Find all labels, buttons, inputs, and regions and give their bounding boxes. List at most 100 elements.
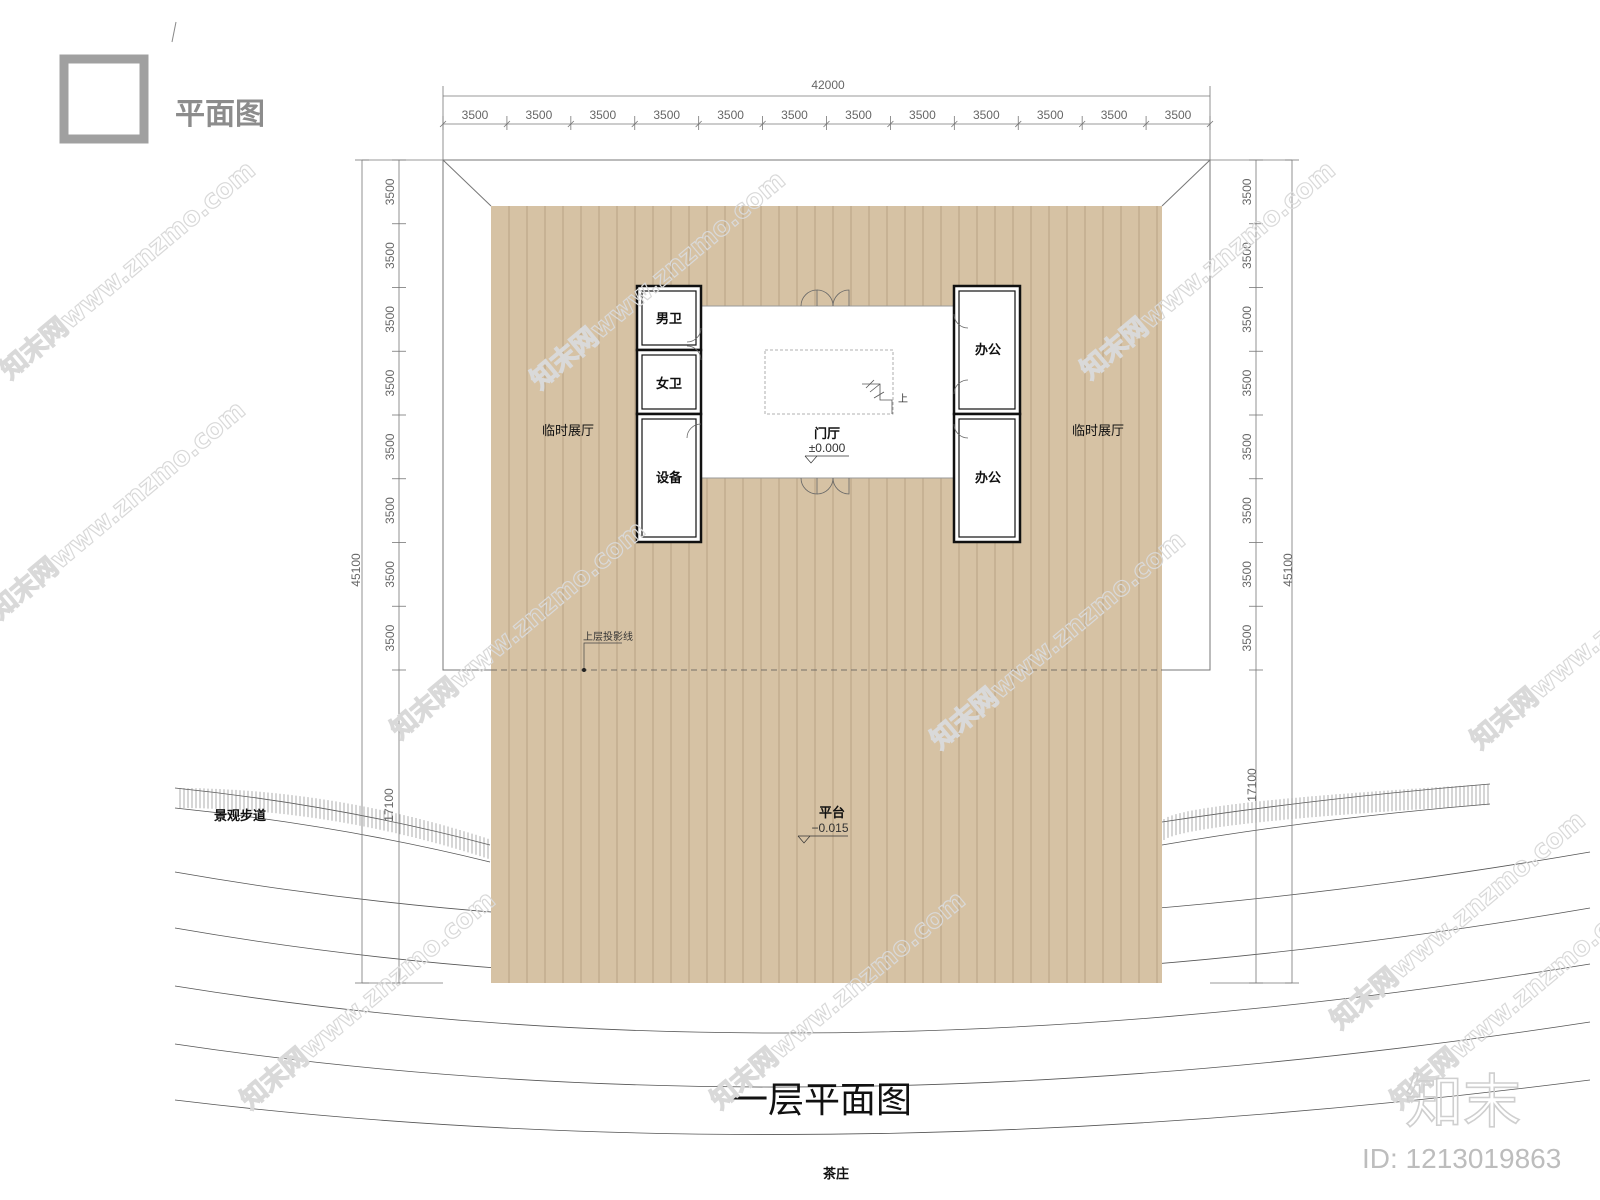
bay-dim-label: 3500 bbox=[383, 306, 397, 333]
zone-label-platform: 平台 bbox=[819, 805, 845, 821]
office-room-1 bbox=[952, 284, 1022, 416]
dim-tick-slash bbox=[695, 120, 702, 128]
room-label-office-2: 办公 bbox=[975, 470, 1001, 486]
header-title: 平面图 bbox=[175, 97, 265, 132]
dim-tick-slash bbox=[1014, 120, 1022, 128]
bay-dim-label: 3500 bbox=[1240, 242, 1254, 269]
terrain-contour bbox=[174, 963, 1591, 1034]
watermark-text: 知末网www.znzmo.com bbox=[0, 395, 251, 625]
bay-dim-label: 3500 bbox=[653, 108, 680, 122]
lobby-doors bbox=[800, 289, 850, 495]
womens-wc-room bbox=[635, 348, 703, 416]
walkway-label: 景观步道 bbox=[214, 808, 266, 824]
brand-watermark: 知末 bbox=[1405, 1068, 1521, 1136]
zone-label-gallery-right: 临时展厅 bbox=[1072, 424, 1124, 439]
dim-tick-slash bbox=[631, 120, 639, 128]
walkway-edge-outer-right bbox=[1161, 783, 1491, 823]
bay-dim-label: 3500 bbox=[383, 497, 397, 524]
bay-dimension-labels-left: 3500 3500 3500 3500 3500 3500 3500 3500 bbox=[383, 178, 397, 651]
bay-dim-label: 3500 bbox=[781, 108, 808, 122]
dim-tick-slash bbox=[887, 120, 894, 128]
bay-dim-label: 3500 bbox=[717, 108, 744, 122]
left-service-inner bbox=[641, 290, 697, 538]
terrain-contour bbox=[174, 1079, 1591, 1135]
mens-wc-room bbox=[635, 284, 703, 352]
bay-dim-label: 3500 bbox=[526, 108, 553, 122]
dim-tick-slash bbox=[1206, 120, 1214, 128]
bay-dim-label: 3500 bbox=[383, 624, 397, 651]
dim-tick-slash bbox=[503, 120, 511, 128]
watermark-text: 知末网www.znzmo.com bbox=[0, 155, 261, 385]
platform-depth-dim-left: 17100 bbox=[382, 788, 396, 822]
equipment-room bbox=[635, 412, 703, 544]
bay-dim-label: 3500 bbox=[1240, 624, 1254, 651]
zone-label-gallery-left: 临时展厅 bbox=[542, 424, 594, 439]
left-service-block bbox=[635, 284, 703, 544]
bay-dim-label: 3500 bbox=[1240, 369, 1254, 396]
room-label-lobby: 门厅 bbox=[814, 426, 840, 442]
bay-dim-label: 3500 bbox=[1240, 497, 1254, 524]
stair-opening bbox=[764, 349, 894, 415]
lobby-level-label: ±0.000 bbox=[809, 441, 846, 455]
dimension-lines bbox=[355, 86, 1299, 984]
bay-dim-label: 3500 bbox=[973, 108, 1000, 122]
watermark-text: 知末网www.znzmo.com bbox=[1465, 525, 1600, 755]
bay-dim-label: 3500 bbox=[589, 108, 616, 122]
image-id-label: ID: 1213019863 bbox=[1362, 1143, 1561, 1174]
bay-dim-label: 3500 bbox=[1037, 108, 1064, 122]
bay-dim-label: 3500 bbox=[1240, 433, 1254, 460]
bay-dim-label: 3500 bbox=[1240, 561, 1254, 588]
bay-dim-label: 3500 bbox=[383, 369, 397, 396]
projection-leader-dot bbox=[582, 668, 586, 672]
dim-tick-slash bbox=[439, 120, 447, 128]
upper-projection-label: 上层投影线 bbox=[583, 630, 633, 643]
room-label-womens-wc: 女卫 bbox=[656, 376, 682, 392]
header-tick-mark bbox=[171, 21, 177, 43]
dim-tick-slash bbox=[567, 120, 575, 128]
room-label-equipment: 设备 bbox=[656, 470, 683, 486]
dim-tick-slash bbox=[823, 120, 830, 128]
bay-dim-label: 3500 bbox=[383, 242, 397, 269]
stair-symbol bbox=[862, 379, 893, 414]
bay-dim-label: 3500 bbox=[462, 108, 489, 122]
tea-house-label: 茶庄 bbox=[823, 1166, 849, 1182]
platform-depth-dim-right: 17100 bbox=[1245, 768, 1259, 802]
dim-tick-slash bbox=[1078, 120, 1086, 128]
terrain-contour bbox=[174, 1021, 1591, 1088]
bay-dim-label: 3500 bbox=[1101, 108, 1128, 122]
right-doors bbox=[953, 313, 969, 439]
lobby-room bbox=[700, 305, 955, 479]
overall-depth-dim-right: 45100 bbox=[1281, 553, 1295, 587]
right-office-block bbox=[952, 284, 1022, 544]
walkway-edge-inner bbox=[174, 807, 491, 863]
bay-dim-label: 3500 bbox=[1240, 306, 1254, 333]
dim-tick-slash bbox=[951, 120, 958, 128]
lobby-level-triangle bbox=[804, 455, 818, 464]
left-doors bbox=[686, 327, 702, 439]
room-label-office-1: 办公 bbox=[975, 342, 1001, 358]
office-room-2 bbox=[952, 412, 1022, 544]
projection-leader bbox=[583, 642, 622, 670]
bay-dim-label: 3500 bbox=[383, 561, 397, 588]
header-frame-icon bbox=[59, 54, 149, 144]
stair-up-label: 上 bbox=[898, 393, 908, 405]
bay-dim-label: 3500 bbox=[1240, 178, 1254, 205]
walkway-edge-inner-right bbox=[1161, 803, 1491, 846]
platform-level-triangle bbox=[797, 835, 811, 844]
watermark-text: 知末网www.znzmo.com bbox=[1325, 805, 1591, 1035]
bay-dimension-labels-right: 3500 3500 3500 3500 3500 3500 3500 3500 bbox=[1240, 178, 1254, 651]
dim-tick-slash bbox=[1142, 120, 1150, 128]
bay-dim-label: 3500 bbox=[383, 178, 397, 205]
overall-depth-dim-left: 45100 bbox=[349, 553, 363, 587]
room-label-mens-wc: 男卫 bbox=[656, 312, 682, 327]
overall-width-dim: 42000 bbox=[811, 78, 845, 92]
drawing-title: 一层平面图 bbox=[732, 1080, 912, 1121]
platform-level-label: −0.015 bbox=[811, 821, 848, 835]
right-office-inner bbox=[958, 290, 1016, 538]
dim-tick-slash bbox=[759, 120, 766, 128]
bay-dim-label: 3500 bbox=[383, 433, 397, 460]
bay-dimension-labels-top: 3500 3500 3500 3500 3500 3500 3500 3500 3500 3500… bbox=[462, 108, 1192, 122]
bay-dim-label: 3500 bbox=[909, 108, 936, 122]
bay-dim-label: 3500 bbox=[1165, 108, 1192, 122]
